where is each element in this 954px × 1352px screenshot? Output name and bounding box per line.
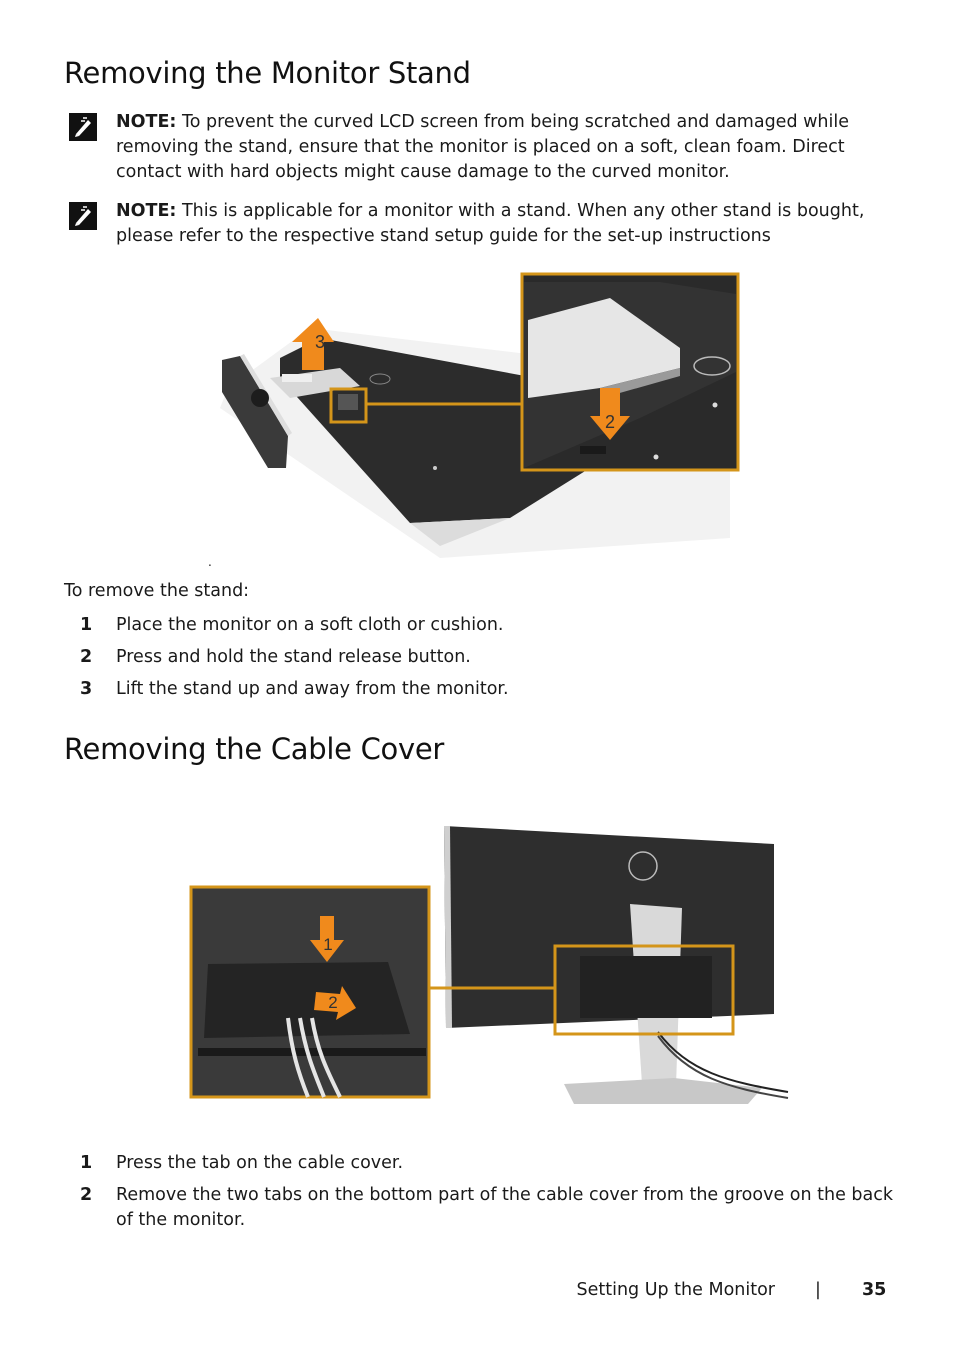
step-text: Press and hold the stand release button. [116,647,471,667]
step-text: Press the tab on the cable cover. [116,1153,404,1173]
press-arrow-icon [310,916,344,962]
step-number: 1 [80,615,93,635]
dell-logo-icon [628,851,658,881]
footer-section-title: Setting Up the Monitor [576,1280,775,1300]
cable-cover-illustration: 1 2 [189,826,789,1104]
note-text: NOTE: This is applicable for a monitor w… [116,199,906,249]
inset-dell-logo-icon [693,356,731,376]
note-body: This is applicable for a monitor with a … [116,201,865,246]
callout-1: 1 [323,935,332,954]
stand-base [564,1078,762,1104]
inset-cable-cover [204,962,410,1038]
intro-text: To remove the stand: [64,581,250,601]
footer-separator: | [815,1280,821,1300]
note-label: NOTE: [116,201,177,221]
lift-arrow-icon [292,318,334,370]
dell-logo-icon [369,373,391,385]
note-text: NOTE: To prevent the curved LCD screen f… [116,110,906,185]
inset-stand-neck [528,298,680,398]
step-text: Remove the two tabs on the bottom part o… [116,1185,894,1230]
callout-2: 2 [328,993,337,1012]
step-number: 3 [80,679,93,699]
press-arrow-icon [590,388,630,440]
step-text: Lift the stand up and away from the moni… [116,679,509,699]
cable-cover-highlight [553,944,735,1036]
stand-base-plate [222,356,288,468]
note-label: NOTE: [116,112,177,132]
step-number: 2 [80,1185,93,1205]
page-footer: Setting Up the Monitor | 35 [0,1280,954,1306]
step-number: 1 [80,1153,93,1173]
pull-arrow-icon [314,986,356,1020]
monitor-edge [410,518,510,546]
callout-2: 2 [605,412,615,432]
section-heading-cable-cover: Removing the Cable Cover [64,732,444,766]
note-pencil-icon [69,202,97,230]
stand-removal-illustration: 3 2 [220,272,740,558]
step-text: Place the monitor on a soft cloth or cus… [116,615,504,635]
note-pencil-icon [69,113,97,141]
stray-mark: . [208,555,212,569]
callout-3: 3 [315,332,325,352]
step-number: 2 [80,647,93,667]
page-number: 35 [862,1280,887,1300]
note-body: To prevent the curved LCD screen from be… [116,112,850,182]
section-heading-monitor-stand: Removing the Monitor Stand [64,56,471,90]
